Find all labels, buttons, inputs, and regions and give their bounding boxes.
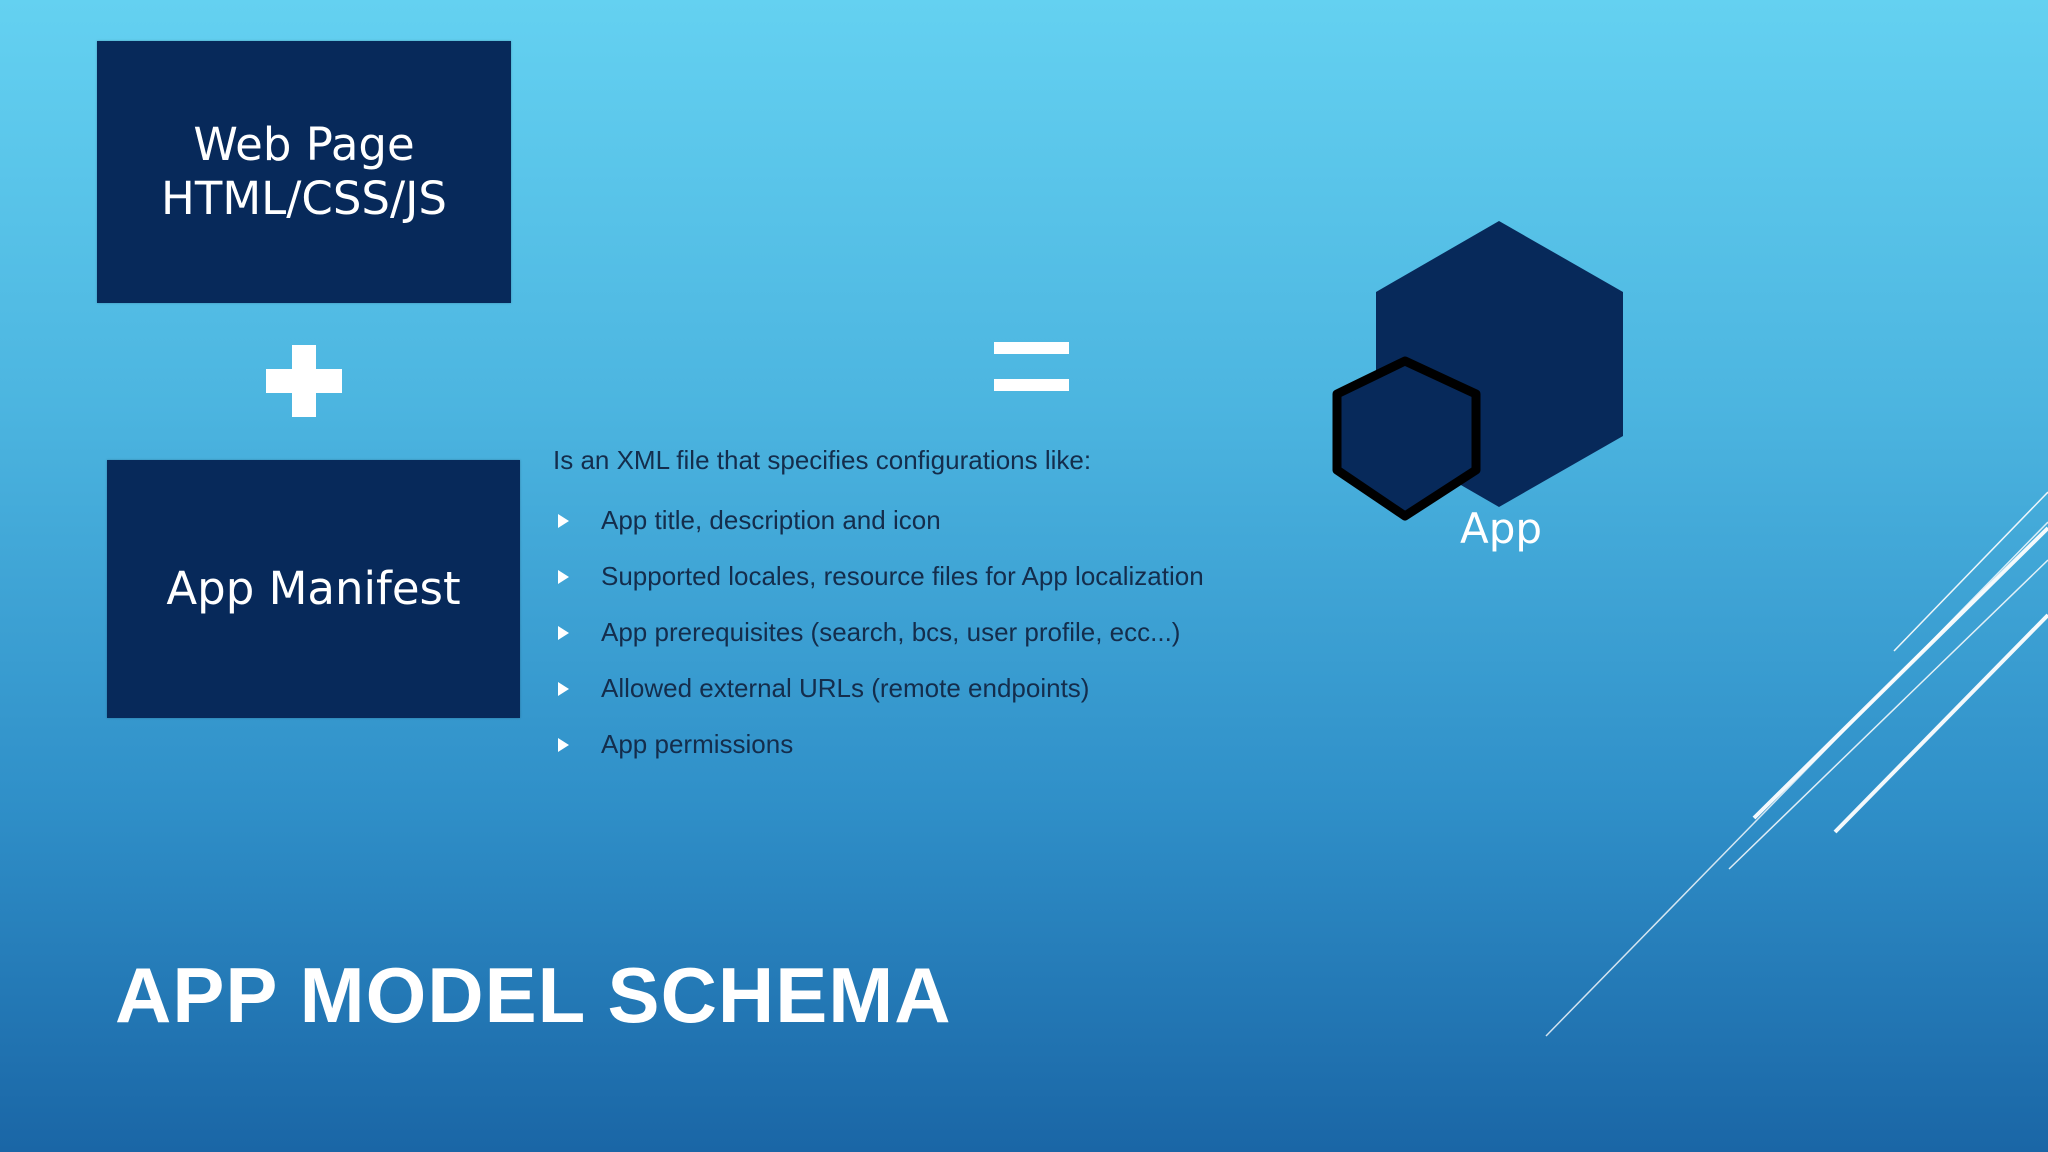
list-item-text: Allowed external URLs (remote endpoints) — [601, 673, 1090, 703]
list-item-text: App permissions — [601, 729, 794, 759]
plus-icon — [266, 345, 342, 417]
triangle-bullet-icon — [558, 570, 569, 584]
small-hexagon-outline — [1332, 356, 1481, 521]
description-intro: Is an XML file that specifies configurat… — [553, 445, 1092, 475]
equals-icon — [994, 342, 1069, 391]
triangle-bullet-icon — [558, 738, 569, 752]
list-item: Supported locales, resource files for Ap… — [553, 548, 1313, 604]
web-page-box-label: Web Page HTML/CSS/JS — [161, 118, 447, 225]
configuration-list: App title, description and icon Supporte… — [553, 492, 1313, 772]
app-hexagon-icon — [1332, 221, 1623, 521]
list-item-text: App prerequisites (search, bcs, user pro… — [601, 617, 1181, 647]
web-page-box: Web Page HTML/CSS/JS — [97, 41, 511, 303]
list-item: App prerequisites (search, bcs, user pro… — [553, 604, 1313, 660]
list-item: App permissions — [553, 716, 1313, 772]
list-item-text: App title, description and icon — [601, 505, 941, 535]
app-manifest-box-label: App Manifest — [166, 562, 461, 615]
list-item-text: Supported locales, resource files for Ap… — [601, 561, 1204, 591]
app-label: App — [1460, 504, 1543, 553]
triangle-bullet-icon — [558, 514, 569, 528]
list-item: Allowed external URLs (remote endpoints) — [553, 660, 1313, 716]
decorative-lines — [1545, 491, 2048, 1037]
slide-title: APP MODEL SCHEMA — [115, 951, 952, 1039]
app-manifest-box: App Manifest — [107, 460, 520, 718]
list-item: App title, description and icon — [553, 492, 1313, 548]
triangle-bullet-icon — [558, 682, 569, 696]
manifest-description: Is an XML file that specifies configurat… — [553, 436, 1313, 772]
triangle-bullet-icon — [558, 626, 569, 640]
